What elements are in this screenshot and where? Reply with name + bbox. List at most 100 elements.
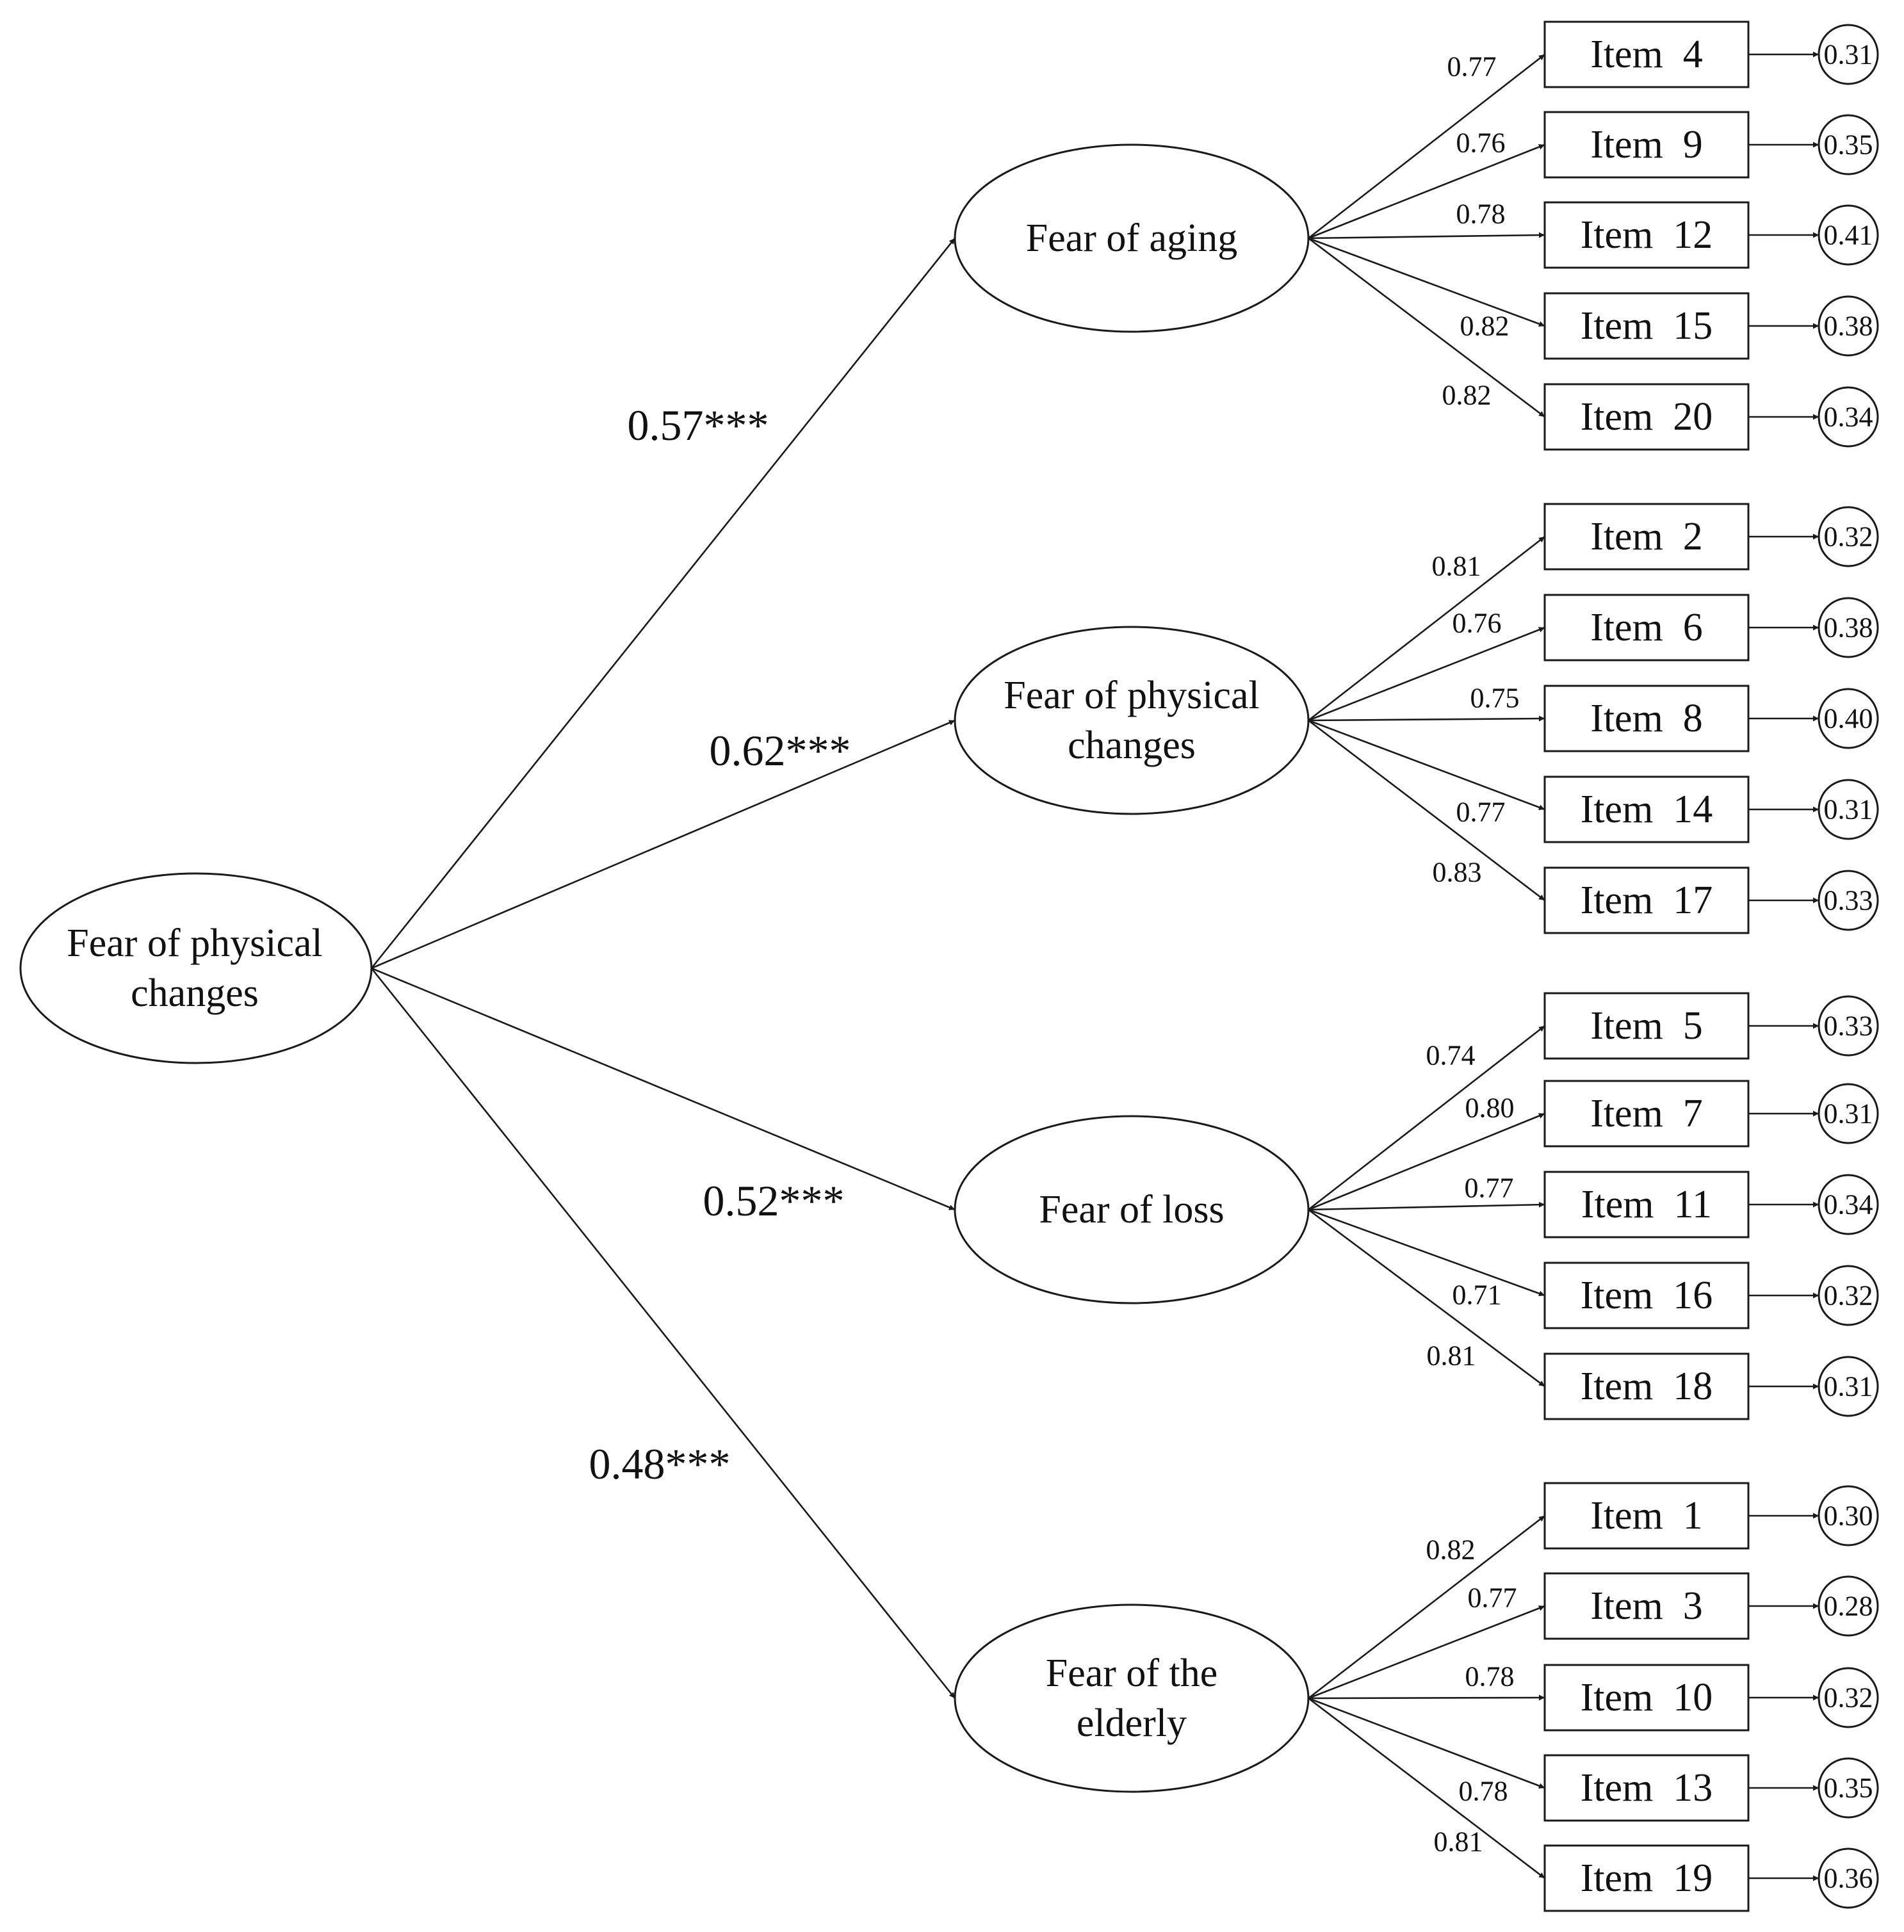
path-coefficient-factor-1: 0.57*** — [628, 401, 769, 450]
loading-arrow-2-1 — [1308, 535, 1545, 722]
loading-value-1-5: 0.82 — [1442, 380, 1492, 411]
error-circle-1-3 — [1818, 204, 1879, 266]
factor-label-1-line-1: Fear of aging — [1026, 216, 1238, 260]
path-arrow-factor-2 — [371, 719, 956, 970]
loading-value-4-5: 0.81 — [1434, 1826, 1483, 1858]
item-label-4-4: Item 13 — [1581, 1766, 1713, 1810]
factor-label-2-line-1: Fear of physical — [1004, 674, 1259, 717]
loading-value-1-4: 0.82 — [1460, 311, 1509, 342]
error-value-1-3: 0.41 — [1824, 220, 1873, 251]
item-box-2-4 — [1543, 775, 1750, 843]
factor-label-2-line-2: changes — [1068, 724, 1196, 767]
item-box-4-2 — [1543, 1572, 1750, 1640]
factor-ellipse-4 — [954, 1603, 1310, 1793]
loading-arrow-4-2 — [1308, 1605, 1545, 1700]
factor-label-4-line-1: Fear of the — [1046, 1652, 1218, 1695]
item-label-1-2: Item 9 — [1590, 123, 1703, 166]
path-coefficient-factor-2: 0.62*** — [710, 726, 851, 775]
item-label-3-3: Item 11 — [1581, 1183, 1712, 1226]
error-value-2-1: 0.32 — [1824, 521, 1873, 553]
item-box-1-3 — [1543, 201, 1750, 269]
root-factor-ellipse — [19, 872, 373, 1064]
error-value-2-2: 0.38 — [1824, 612, 1873, 644]
error-value-3-2: 0.31 — [1824, 1098, 1873, 1130]
loading-value-2-2: 0.76 — [1452, 608, 1502, 639]
item-label-1-1: Item 4 — [1590, 33, 1703, 76]
error-circle-3-1 — [1818, 995, 1879, 1057]
loading-value-4-2: 0.77 — [1468, 1582, 1517, 1614]
error-value-3-4: 0.32 — [1824, 1280, 1873, 1311]
item-box-2-2 — [1543, 594, 1750, 662]
error-value-2-3: 0.40 — [1824, 703, 1873, 735]
error-value-1-5: 0.34 — [1824, 402, 1873, 433]
item-label-1-5: Item 20 — [1581, 395, 1713, 439]
item-label-2-4: Item 14 — [1581, 788, 1713, 831]
item-label-1-3: Item 12 — [1581, 213, 1713, 257]
item-box-2-1 — [1543, 503, 1750, 571]
error-value-3-1: 0.33 — [1824, 1011, 1873, 1042]
error-value-4-4: 0.35 — [1824, 1773, 1873, 1804]
error-circle-2-2 — [1818, 597, 1879, 658]
loading-arrow-2-5 — [1308, 719, 1545, 902]
root-factor-label-line-2: changes — [131, 971, 259, 1015]
error-circle-2-4 — [1818, 779, 1879, 840]
error-circle-2-3 — [1818, 688, 1879, 749]
factor-label-4-line-2: elderly — [1077, 1701, 1187, 1745]
loading-value-3-4: 0.71 — [1452, 1279, 1502, 1311]
loading-arrow-1-4 — [1308, 237, 1545, 327]
loading-arrow-2-2 — [1308, 626, 1545, 722]
error-value-1-1: 0.31 — [1824, 39, 1873, 70]
item-label-3-5: Item 18 — [1581, 1365, 1713, 1408]
loading-arrow-2-3 — [1308, 715, 1545, 722]
error-value-3-5: 0.31 — [1824, 1371, 1873, 1402]
item-label-2-3: Item 8 — [1590, 697, 1703, 740]
item-box-1-2 — [1543, 111, 1750, 179]
error-circle-1-5 — [1818, 386, 1879, 448]
error-circle-2-1 — [1818, 506, 1879, 567]
factor-label-3-line-1: Fear of loss — [1039, 1188, 1224, 1231]
loading-value-3-1: 0.74 — [1426, 1040, 1476, 1071]
error-circle-4-1 — [1818, 1485, 1879, 1546]
error-value-4-3: 0.32 — [1824, 1682, 1873, 1714]
loading-arrow-4-1 — [1308, 1514, 1545, 1700]
item-box-1-5 — [1543, 383, 1750, 451]
error-circle-2-5 — [1818, 870, 1879, 931]
error-value-4-2: 0.28 — [1824, 1591, 1873, 1622]
path-arrow-factor-1 — [370, 238, 956, 969]
item-label-4-1: Item 1 — [1590, 1494, 1703, 1538]
loading-arrow-3-2 — [1308, 1112, 1545, 1211]
error-value-4-1: 0.30 — [1824, 1500, 1873, 1532]
item-box-3-2 — [1543, 1080, 1750, 1148]
loading-arrow-3-4 — [1308, 1208, 1545, 1297]
loading-value-4-4: 0.78 — [1459, 1776, 1508, 1807]
item-box-4-3 — [1543, 1664, 1750, 1732]
item-box-2-5 — [1543, 866, 1750, 934]
loading-value-4-1: 0.82 — [1426, 1534, 1476, 1566]
item-box-2-3 — [1543, 685, 1750, 752]
item-label-2-5: Item 17 — [1581, 879, 1713, 922]
item-label-3-4: Item 16 — [1581, 1274, 1713, 1317]
item-box-1-4 — [1543, 292, 1750, 360]
error-circle-3-4 — [1818, 1265, 1879, 1326]
loading-value-2-5: 0.83 — [1433, 857, 1482, 888]
error-circle-4-5 — [1818, 1847, 1879, 1909]
item-label-3-2: Item 7 — [1590, 1092, 1703, 1135]
loading-arrow-3-5 — [1308, 1208, 1545, 1388]
loading-value-2-1: 0.81 — [1432, 551, 1481, 582]
error-circle-1-2 — [1818, 114, 1879, 175]
factor-ellipse-1 — [954, 143, 1310, 333]
error-circle-1-1 — [1818, 24, 1879, 85]
error-value-1-4: 0.38 — [1824, 311, 1873, 342]
error-circle-1-4 — [1818, 295, 1879, 357]
loading-value-1-1: 0.77 — [1447, 51, 1497, 83]
path-coefficient-factor-4: 0.48*** — [589, 1440, 731, 1488]
error-circle-4-2 — [1818, 1575, 1879, 1637]
loading-arrow-4-4 — [1308, 1697, 1545, 1789]
item-label-2-1: Item 2 — [1590, 515, 1703, 558]
error-circle-3-3 — [1818, 1174, 1879, 1235]
item-label-2-2: Item 6 — [1590, 606, 1703, 649]
loading-arrow-1-3 — [1308, 232, 1545, 239]
loading-value-3-5: 0.81 — [1427, 1340, 1476, 1372]
item-label-4-2: Item 3 — [1590, 1584, 1703, 1628]
